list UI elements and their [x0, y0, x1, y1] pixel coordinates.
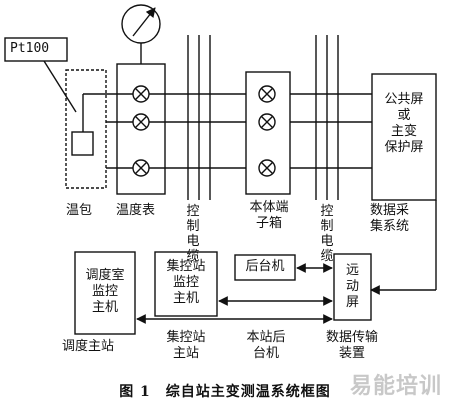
local-backend-label: 本站后 台机	[236, 330, 296, 362]
cable2-label: 控制电缆	[320, 204, 334, 264]
data-transfer-label: 数据传输 装置	[312, 330, 392, 362]
thermometer-label: 温度表	[116, 203, 156, 218]
daq-line-1: 数据采	[370, 203, 410, 218]
gauge-needle	[132, 7, 156, 37]
terminal-box-label: 本体端子箱	[238, 200, 300, 232]
central-master-label: 集控站 主站	[155, 330, 217, 362]
bulb-label: 温包	[66, 203, 93, 218]
thermometer-symbols	[132, 85, 276, 177]
daq-line-2: 集系统	[370, 219, 410, 234]
terminal-cross-icon-1	[258, 85, 276, 103]
dispatch-master-label: 调度主站	[62, 339, 115, 354]
dispatch-host-box	[74, 251, 136, 335]
terminal-box	[245, 71, 291, 195]
remote-screen-text: 远 动 屏	[334, 263, 371, 311]
thermometer-cross-icon-2	[132, 113, 150, 131]
protect-line-4: 保护屏	[384, 140, 424, 155]
pt100-label-box	[4, 37, 68, 62]
backend-text: 后台机	[245, 259, 285, 274]
central-master-line-2: 主站	[172, 346, 199, 361]
bulb-element	[71, 131, 94, 156]
backend-box	[234, 254, 296, 281]
terminal-box-text: 本体端子箱	[249, 200, 289, 231]
remote-line-2: 动	[345, 279, 359, 294]
remote-screen-box	[333, 253, 372, 321]
local-backend-line-2: 台机	[252, 346, 279, 361]
central-host-line-2: 监控	[172, 275, 199, 290]
data-transfer-line-2: 装置	[338, 346, 365, 361]
remote-line-3: 屏	[345, 295, 359, 310]
terminal-cross-icon-3	[258, 159, 276, 177]
dispatch-host-text: 调度室 监控 主机	[75, 268, 135, 316]
protect-line-3: 主变	[390, 124, 417, 139]
protection-screen-box	[371, 73, 437, 201]
dispatch-host-line-2: 监控	[91, 284, 118, 299]
figure-caption: 图 1 综自站主变测温系统框图	[119, 384, 331, 400]
thermometer-box	[116, 63, 166, 195]
remote-line-1: 远	[345, 263, 359, 278]
protect-line-2: 或	[397, 108, 411, 123]
central-host-line-3: 主机	[172, 291, 199, 306]
pt100-leader-line	[43, 60, 77, 113]
thermometer-cross-icon-1	[132, 85, 150, 103]
protect-line-1: 公共屏	[384, 92, 424, 107]
central-host-line-1: 集控站	[166, 259, 206, 274]
pt100-label: Pt100	[10, 41, 50, 56]
central-master-line-1: 集控站	[166, 330, 206, 345]
terminal-cross-icon-2	[258, 113, 276, 131]
dispatch-host-line-1: 调度室	[85, 268, 125, 283]
local-backend-line-1: 本站后	[246, 330, 286, 345]
temperature-bulb-outline	[65, 69, 107, 189]
protection-screen-text: 公共屏 或 主变 保护屏	[372, 92, 436, 156]
central-host-text: 集控站 监控 主机	[155, 259, 217, 307]
data-transfer-line-1: 数据传输	[325, 330, 378, 345]
dispatch-host-line-3: 主机	[91, 300, 118, 315]
thermometer-cross-icon-3	[132, 159, 150, 177]
cable1-label: 控制电缆	[186, 204, 200, 264]
thermometer-gauge-icon	[121, 4, 161, 44]
watermark-logo: 易能培训	[349, 374, 442, 399]
daq-system-label: 数据采 集系统	[370, 203, 409, 235]
